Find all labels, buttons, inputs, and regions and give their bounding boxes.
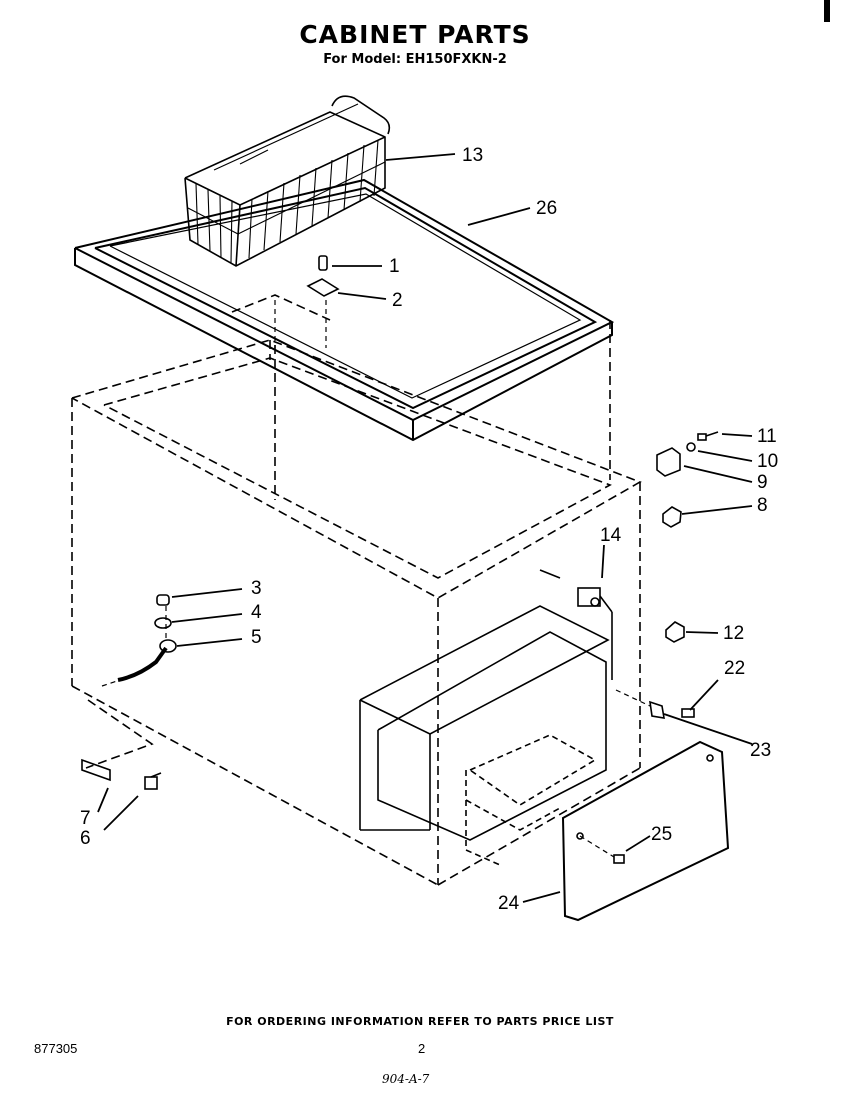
wire-basket — [184, 95, 391, 267]
page-number: 2 — [418, 1041, 426, 1056]
document-number: 877305 — [34, 1041, 78, 1056]
guide-lines — [101, 300, 651, 858]
model-subtitle: For Model: EH150FXKN-2 — [323, 52, 507, 67]
callout-4: 4 — [251, 602, 262, 623]
callout-6: 6 — [80, 828, 91, 849]
small-hardware — [81, 255, 730, 922]
callout-5: 5 — [251, 627, 262, 648]
scan-edge-mark — [824, 0, 830, 22]
callout-7: 7 — [80, 808, 91, 829]
cabinet-body — [71, 294, 642, 886]
callout-14: 14 — [600, 525, 622, 546]
callout-24: 24 — [498, 893, 520, 914]
callout-23: 23 — [750, 740, 771, 761]
callout-9: 9 — [757, 472, 768, 493]
ordering-note: FOR ORDERING INFORMATION REFER TO PARTS … — [226, 1015, 614, 1028]
callout-3: 3 — [251, 578, 262, 599]
callout-1: 1 — [389, 256, 400, 277]
callout-13: 13 — [462, 145, 483, 166]
compressor-compartment — [359, 605, 610, 866]
callout-2: 2 — [392, 290, 403, 311]
callout-10: 10 — [757, 451, 778, 472]
page-title: CABINET PARTS — [299, 20, 531, 49]
callout-11: 11 — [757, 426, 777, 447]
callout-25: 25 — [651, 824, 672, 845]
lid-frame — [74, 178, 615, 442]
callout-labels: 13 26 1 2 11 10 9 8 14 3 4 5 12 22 23 7 … — [80, 145, 778, 914]
callout-8: 8 — [757, 495, 768, 516]
leader-arrows — [97, 153, 753, 903]
callout-26: 26 — [536, 198, 557, 219]
handwritten-code: 904-A-7 — [382, 1072, 430, 1086]
callout-22: 22 — [724, 658, 745, 679]
callout-12: 12 — [723, 623, 744, 644]
